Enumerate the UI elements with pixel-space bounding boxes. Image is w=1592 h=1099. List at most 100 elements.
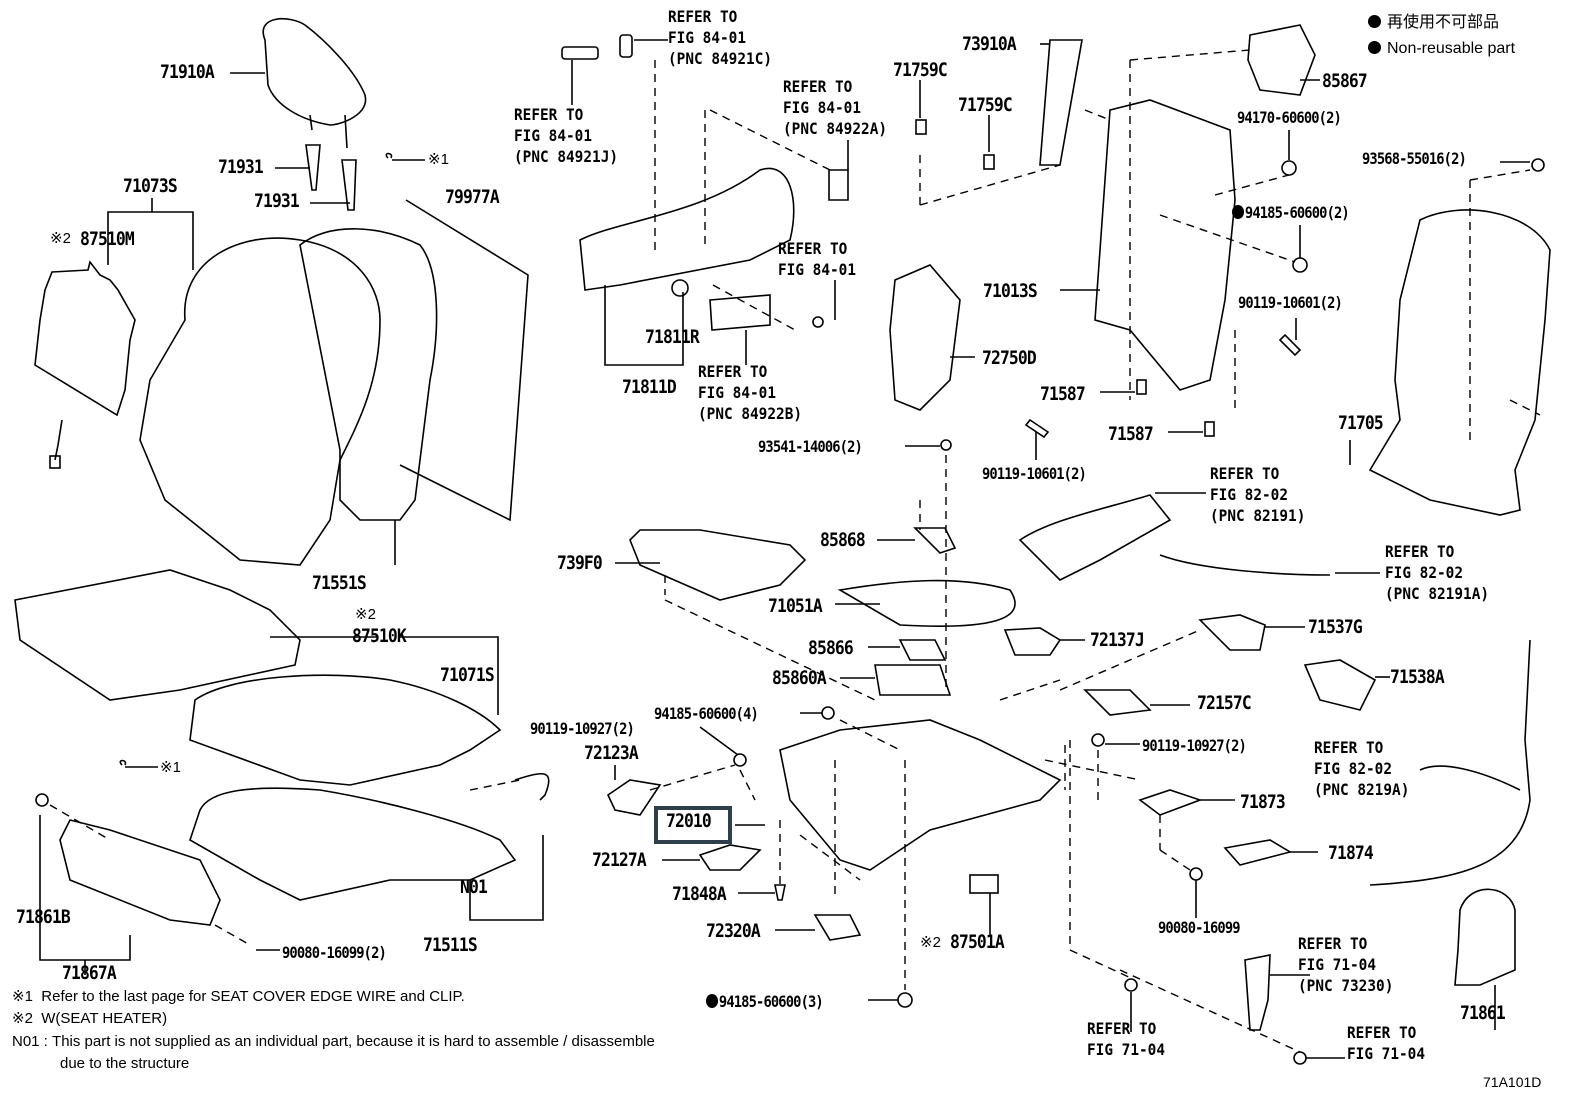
part-label-93541-14006-2[interactable]: 93541-14006(2) bbox=[758, 437, 863, 456]
part-label-94185-60600-2[interactable]: 94185-60600(2) bbox=[1232, 202, 1350, 223]
heater-mat-cushion bbox=[14, 569, 301, 701]
footnote-2: ※2 W(SEAT HEATER) bbox=[12, 1010, 168, 1027]
part-label-90080-16099-2[interactable]: 90080-16099(2) bbox=[282, 943, 387, 962]
seat-belt-buckle bbox=[1244, 954, 1271, 1031]
part-label-72750D[interactable]: 72750D bbox=[982, 347, 1037, 369]
non-reusable-dot-icon bbox=[1232, 205, 1245, 219]
part-label-72320A[interactable]: 72320A bbox=[706, 920, 761, 942]
note-mark-1: ※1 bbox=[160, 759, 181, 776]
part-label-71874[interactable]: 71874 bbox=[1328, 842, 1374, 864]
part-label-71511S[interactable]: 71511S bbox=[423, 934, 478, 956]
part-label-71013S[interactable]: 71013S bbox=[983, 280, 1038, 302]
part-label-71861[interactable]: 71861 bbox=[1460, 1002, 1506, 1024]
cushion-cover bbox=[189, 787, 517, 901]
heater-mark-2: ※2 bbox=[355, 606, 376, 623]
heater-mat-back bbox=[34, 260, 136, 417]
part-label-71587[interactable]: 71587 bbox=[1040, 383, 1086, 405]
part-label-85868[interactable]: 85868 bbox=[820, 529, 866, 551]
part-label-79977A[interactable]: 79977A bbox=[445, 186, 500, 208]
seatback-board bbox=[1368, 209, 1551, 516]
highlighted-part-box bbox=[654, 806, 732, 844]
part-label-94185-60600-4[interactable]: 94185-60600(4) bbox=[654, 704, 759, 723]
figure-code: 71A101D bbox=[1483, 1074, 1542, 1090]
seatback-frame bbox=[1094, 99, 1236, 391]
footnote-n01-continued: due to the structure bbox=[60, 1055, 190, 1072]
part-label-85866[interactable]: 85866 bbox=[808, 637, 854, 659]
part-label-85867[interactable]: 85867 bbox=[1322, 70, 1368, 92]
side-airbag bbox=[1039, 39, 1083, 166]
wire-harness-right bbox=[1018, 494, 1172, 581]
non-reusable-dot-icon bbox=[1368, 41, 1381, 54]
note-mark-1: ※1 bbox=[428, 151, 449, 168]
part-label-71071S[interactable]: 71071S bbox=[440, 664, 495, 686]
part-label-71910A[interactable]: 71910A bbox=[160, 61, 215, 83]
part-label-N01[interactable]: N01 bbox=[460, 876, 488, 898]
seat-cushion-panel bbox=[629, 529, 807, 601]
legend-non-reusable-jp: 再使用不可部品 bbox=[1368, 12, 1499, 34]
part-label-71848A[interactable]: 71848A bbox=[672, 883, 727, 905]
part-label-90119-10927-2[interactable]: 90119-10927(2) bbox=[530, 719, 635, 738]
part-label-72157C[interactable]: 72157C bbox=[1197, 692, 1252, 714]
part-label-90119-10601-2[interactable]: 90119-10601(2) bbox=[1238, 293, 1343, 312]
part-label-71811R[interactable]: 71811R bbox=[645, 326, 700, 348]
part-label-94170-60600-2[interactable]: 94170-60600(2) bbox=[1237, 108, 1342, 127]
part-label-71811D[interactable]: 71811D bbox=[622, 376, 677, 398]
seatback-pad bbox=[299, 228, 438, 521]
footnote-n01: N01 : This part is not supplied as an in… bbox=[12, 1033, 655, 1050]
part-label-71931[interactable]: 71931 bbox=[254, 190, 300, 212]
heater-mark-2: ※2 bbox=[920, 934, 941, 951]
part-label-739F0[interactable]: 739F0 bbox=[557, 552, 603, 574]
part-label-87501A[interactable]: 87501A bbox=[950, 931, 1005, 953]
part-label-72123A[interactable]: 72123A bbox=[584, 742, 639, 764]
legend-non-reusable-en: Non-reusable part bbox=[1368, 38, 1515, 60]
part-label-71873[interactable]: 71873 bbox=[1240, 791, 1286, 813]
part-label-71538A[interactable]: 71538A bbox=[1390, 666, 1445, 688]
part-label-71867A[interactable]: 71867A bbox=[62, 962, 117, 984]
heater-mark-2: ※2 bbox=[50, 230, 71, 247]
part-label-71587[interactable]: 71587 bbox=[1108, 423, 1154, 445]
part-label-90119-10927-2[interactable]: 90119-10927(2) bbox=[1142, 736, 1247, 755]
seat-wire-harness bbox=[837, 579, 1016, 628]
part-label-90119-10601-2[interactable]: 90119-10601(2) bbox=[982, 464, 1087, 483]
part-label-87510M[interactable]: 87510M bbox=[80, 228, 135, 250]
part-label-71537G[interactable]: 71537G bbox=[1308, 616, 1363, 638]
part-label-71551S[interactable]: 71551S bbox=[312, 572, 367, 594]
part-label-72137J[interactable]: 72137J bbox=[1090, 629, 1145, 651]
front-cover bbox=[59, 819, 221, 926]
cushion-pad bbox=[189, 674, 502, 786]
side-knob-cover bbox=[1454, 888, 1516, 986]
part-label-93568-55016-2[interactable]: 93568-55016(2) bbox=[1362, 149, 1467, 168]
non-reusable-dot-icon bbox=[1368, 15, 1381, 28]
part-label-71073S[interactable]: 71073S bbox=[123, 175, 178, 197]
footnote-1: ※1 Refer to the last page for SEAT COVER… bbox=[12, 988, 465, 1005]
part-label-87510K[interactable]: 87510K bbox=[352, 625, 407, 647]
part-label-71759C[interactable]: 71759C bbox=[958, 94, 1013, 116]
part-label-72010[interactable]: 72010 bbox=[666, 810, 712, 832]
part-label-85860A[interactable]: 85860A bbox=[772, 667, 827, 689]
part-label-71931[interactable]: 71931 bbox=[218, 156, 264, 178]
part-label-71705[interactable]: 71705 bbox=[1338, 412, 1384, 434]
part-label-72127A[interactable]: 72127A bbox=[592, 849, 647, 871]
part-label-71759C[interactable]: 71759C bbox=[893, 59, 948, 81]
part-label-94185-60600-3[interactable]: 94185-60600(3) bbox=[706, 991, 824, 1012]
part-label-90080-16099[interactable]: 90080-16099 bbox=[1158, 918, 1241, 937]
seat-track bbox=[779, 719, 1062, 871]
seatback-cover bbox=[139, 237, 381, 566]
part-label-71051A[interactable]: 71051A bbox=[768, 595, 823, 617]
non-reusable-dot-icon bbox=[706, 994, 719, 1008]
part-label-71861B[interactable]: 71861B bbox=[16, 906, 71, 928]
part-label-73910A[interactable]: 73910A bbox=[962, 33, 1017, 55]
